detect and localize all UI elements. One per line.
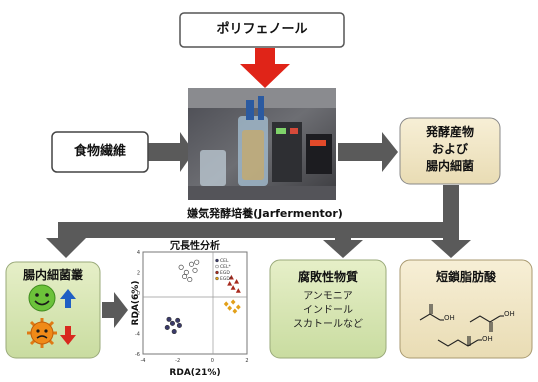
scatter-point — [176, 322, 182, 328]
rda-ylabel: RDA(6%) — [131, 280, 141, 326]
putrefactive-item: アンモニア — [303, 291, 353, 302]
putrefactive-item: スカトールなど — [293, 319, 363, 330]
products-label: 発酵産物 および 腸内細菌 — [400, 124, 500, 175]
x-tick-label: 2 — [245, 358, 248, 364]
arrow-up-icon — [60, 289, 76, 308]
putrefactive-box — [269, 259, 387, 359]
y-tick-label: -2 — [135, 311, 140, 317]
scatter-point — [192, 267, 198, 273]
x-tick-label: -2 — [175, 358, 180, 364]
legend-marker — [215, 264, 219, 269]
fermentation-caption: 嫌気発酵培養(Jarfermentor) — [187, 207, 343, 220]
scatter-point — [175, 317, 181, 323]
products-box — [399, 117, 501, 185]
arrow-down-icon — [60, 326, 76, 345]
acetic-acid-structure — [419, 304, 444, 321]
scatter-point — [235, 288, 241, 293]
products-line-3: 腸内細菌 — [425, 159, 474, 173]
y-tick-label: 0 — [137, 291, 140, 297]
acetic-oh-label: OH — [444, 314, 455, 322]
arrow-fermenter-to-products — [338, 132, 398, 172]
butyric-acid-structure — [437, 336, 482, 347]
fermenter-photo — [188, 88, 336, 200]
scatter-point — [183, 269, 189, 275]
scatter-point — [228, 274, 234, 280]
arrow-distribution — [46, 185, 471, 258]
y-tick-label: -4 — [135, 332, 140, 338]
good-bacteria-icon — [28, 284, 56, 312]
rda-xlabel: RDA(21%) — [169, 368, 221, 378]
scatter-point — [223, 301, 229, 307]
scatter-point — [230, 299, 236, 305]
scatter-point — [187, 277, 193, 283]
scatter-point — [164, 324, 170, 330]
scatter-point — [230, 285, 236, 290]
products-line-1: 発酵産物 — [425, 125, 474, 139]
propionic-acid-structure — [469, 315, 504, 332]
arrow-fiber-to-fermenter — [148, 132, 194, 172]
scatter-point — [182, 273, 188, 279]
products-line-2: および — [431, 142, 468, 156]
scatter-point — [166, 316, 172, 322]
polyphenol-label: ポリフェノール — [216, 22, 308, 37]
fiber-box — [51, 131, 149, 173]
legend-marker — [215, 270, 219, 275]
legend-label: CEL* — [220, 264, 231, 270]
putrefactive-list: アンモニア インドール スカトールなど — [270, 290, 386, 332]
scatter-point — [234, 278, 240, 284]
scatter-point — [194, 259, 200, 265]
legend-marker — [215, 258, 219, 263]
x-tick-label: -4 — [141, 358, 146, 364]
polyphenol-box — [179, 12, 345, 48]
scatter-point — [227, 305, 233, 311]
bad-bacteria-icon — [27, 318, 57, 348]
fiber-label: 食物繊維 — [73, 144, 126, 159]
putrefactive-item: インドール — [303, 305, 353, 316]
scatter-point — [169, 320, 175, 326]
microbiota-title: 腸内細菌叢 — [22, 268, 83, 282]
scfa-box — [399, 259, 533, 359]
butyric-oh-label: OH — [482, 335, 493, 343]
propionic-oh-label: OH — [504, 310, 515, 318]
scfa-title: 短鎖脂肪酸 — [435, 270, 496, 284]
scatter-point — [227, 281, 233, 286]
scatter-point — [178, 264, 184, 270]
arrow-microbiota-to-rda — [102, 292, 128, 328]
scatter-point — [189, 261, 195, 267]
legend-label: EGD* — [220, 276, 233, 282]
y-tick-label: 2 — [137, 270, 140, 276]
putrefactive-title: 腐敗性物質 — [297, 270, 358, 284]
y-tick-label: 4 — [137, 250, 140, 256]
x-tick-label: 0 — [211, 358, 214, 364]
legend-marker — [215, 276, 219, 281]
scatter-point — [235, 304, 241, 310]
rda-title: 冗長性分析 — [170, 241, 220, 252]
scatter-point — [171, 329, 177, 335]
scatter-point — [232, 308, 238, 314]
legend-label: EGD — [220, 270, 230, 276]
red-arrow — [240, 48, 290, 88]
legend-label: CEL — [220, 258, 229, 264]
y-tick-label: -6 — [135, 352, 140, 358]
